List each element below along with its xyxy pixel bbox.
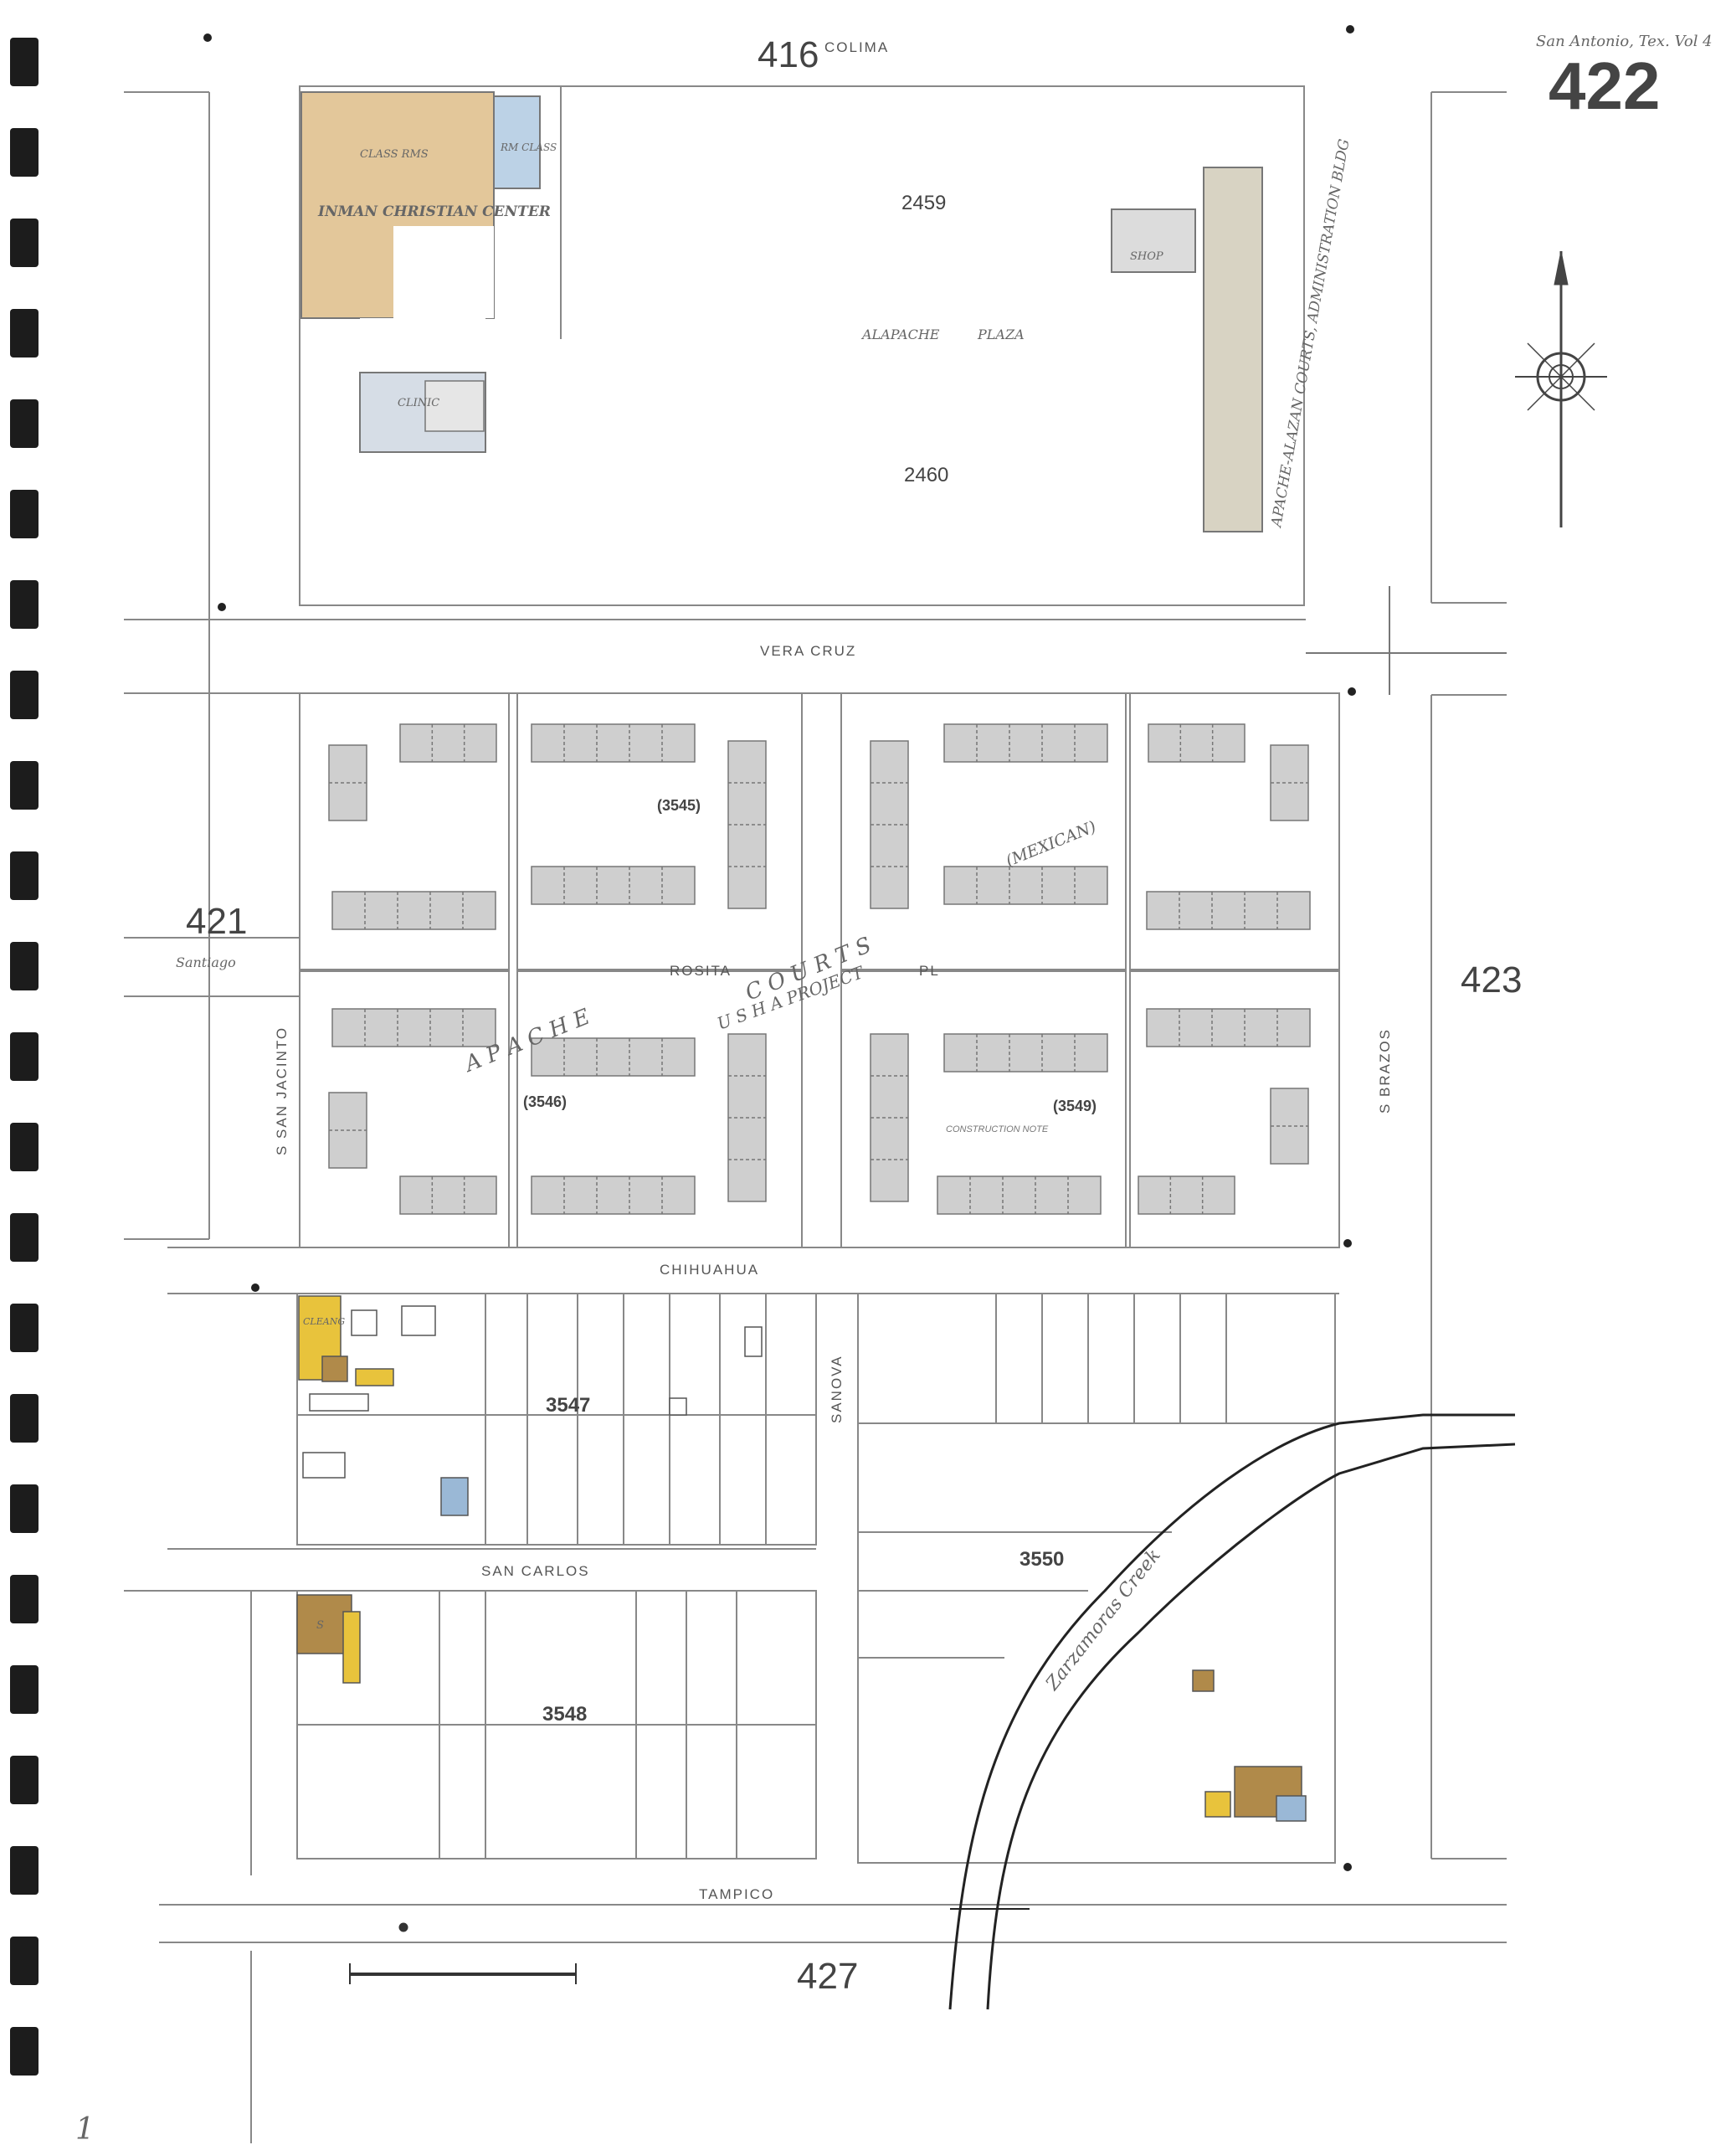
block-3546: (3546): [523, 1093, 567, 1110]
block-2459: 2459: [901, 192, 946, 214]
binding-hole: [10, 1213, 39, 1262]
block-3549: (3549): [1053, 1098, 1097, 1114]
court-building: [943, 866, 1108, 905]
street-s-brazos: S BRAZOS: [1377, 1028, 1393, 1114]
street-tampico: TAMPICO: [699, 1886, 774, 1902]
street-colima: COLIMA: [824, 39, 889, 55]
court-building: [1146, 891, 1311, 930]
street-labels: COLIMA VERA CRUZ ROSITA PL CHIHUAHUA SAN…: [176, 39, 1393, 1902]
administration-building: [1111, 167, 1263, 532]
inman-christian-center-label: INMAN CHRISTIAN CENTER: [317, 203, 551, 220]
court-building: [531, 723, 696, 763]
block-3550: 3550: [1020, 1548, 1064, 1571]
clinic-label: CLINIC: [398, 397, 439, 409]
block-3545: (3545): [657, 797, 701, 814]
adjacent-sheet-east: 423: [1461, 959, 1522, 1000]
adjacent-sheet-north: 416: [758, 34, 819, 75]
scale-bar: [349, 1922, 577, 1984]
binding-hole: [10, 490, 39, 538]
court-building: [531, 1037, 696, 1077]
court-building: [1138, 1175, 1235, 1215]
street-crossing: [1306, 586, 1507, 695]
binding-hole: [10, 2027, 39, 2076]
binding-hole: [10, 38, 39, 86]
binding-hole: [10, 1032, 39, 1081]
zarzamoras-creek: [948, 1413, 1516, 2010]
lower-right-buildings: [1192, 1669, 1307, 1822]
block-numbers: 2459 2460 (3545) (3546) (3549) 3547 3548…: [523, 192, 1097, 1726]
adjacent-sheet-west: 421: [186, 901, 247, 942]
court-building: [531, 1175, 696, 1215]
block-2460: 2460: [904, 464, 948, 486]
binding-hole: [10, 399, 39, 448]
binding-hole: [10, 942, 39, 990]
block-3548: 3548: [542, 1703, 587, 1726]
street-rosita: ROSITA: [670, 963, 732, 979]
binding-hole: [10, 128, 39, 177]
court-building: [1146, 1008, 1311, 1047]
street-chihuahua: CHIHUAHUA: [660, 1262, 759, 1278]
adjacent-sheet-numbers: 416 421 423 427: [186, 34, 1522, 1997]
binding-hole: [10, 1304, 39, 1352]
binding-hole: [10, 309, 39, 358]
compass-rose-icon: [1515, 250, 1607, 527]
store-label: S: [316, 1619, 324, 1632]
administration-label: APACHE-ALAZAN COURTS, ADMINISTRATION BLD…: [1268, 138, 1353, 530]
plaza-label: PLAZA: [977, 327, 1025, 342]
shop-label: SHOP: [1130, 250, 1163, 263]
corner-markers: [203, 25, 1356, 1871]
binding-holes: [10, 38, 39, 2076]
court-building: [399, 1175, 497, 1215]
court-building: [943, 723, 1108, 763]
court-building: [937, 1175, 1102, 1215]
binding-hole: [10, 580, 39, 629]
street-grid: [124, 85, 1507, 2143]
courts-buildings: [328, 723, 1311, 1215]
binding-hole: [10, 1937, 39, 1985]
court-building: [531, 866, 696, 905]
cleaning-label: CLEANG: [303, 1316, 345, 1327]
binding-hole: [10, 671, 39, 719]
sheet-number: 422: [1549, 49, 1660, 123]
street-vera-cruz: VERA CRUZ: [760, 643, 856, 659]
map-header: San Antonio, Tex. Vol 4 422: [1536, 33, 1713, 123]
court-building: [331, 891, 496, 930]
page-mark: 1: [75, 2112, 95, 2145]
binding-hole: [10, 1846, 39, 1895]
binding-hole: [10, 761, 39, 810]
adjacent-sheet-south: 427: [797, 1956, 858, 1997]
street-san-carlos: SAN CARLOS: [481, 1563, 590, 1579]
street-santiago: Santiago: [176, 954, 236, 970]
construction-note-label: CONSTRUCTION NOTE: [946, 1124, 1049, 1134]
court-building: [331, 1008, 496, 1047]
city-volume-label: San Antonio, Tex. Vol 4: [1536, 33, 1713, 50]
binding-hole: [10, 1123, 39, 1171]
binding-hole: [10, 851, 39, 900]
street-sanova: SANOVA: [829, 1355, 845, 1423]
street-rosita-suffix: PL: [919, 963, 940, 979]
binding-hole: [10, 1756, 39, 1804]
court-building: [399, 723, 497, 763]
binding-hole: [10, 219, 39, 267]
court-building: [943, 1033, 1108, 1072]
binding-hole: [10, 1665, 39, 1714]
block-3547: 3547: [546, 1394, 590, 1417]
lower-left-buildings: [296, 1295, 763, 1684]
binding-hole: [10, 1484, 39, 1533]
mexican-label: (MEXICAN): [1004, 818, 1099, 871]
street-s-san-jacinto: S SAN JACINTO: [274, 1026, 290, 1155]
binding-hole: [10, 1394, 39, 1443]
class-rooms-label: CLASS RMS: [360, 148, 429, 161]
alapache-label: ALAPACHE: [860, 327, 940, 342]
binding-hole: [10, 1575, 39, 1623]
court-building: [1148, 723, 1246, 763]
inman-christian-center: [300, 91, 541, 453]
room-class-label: RM CLASS: [500, 141, 557, 153]
